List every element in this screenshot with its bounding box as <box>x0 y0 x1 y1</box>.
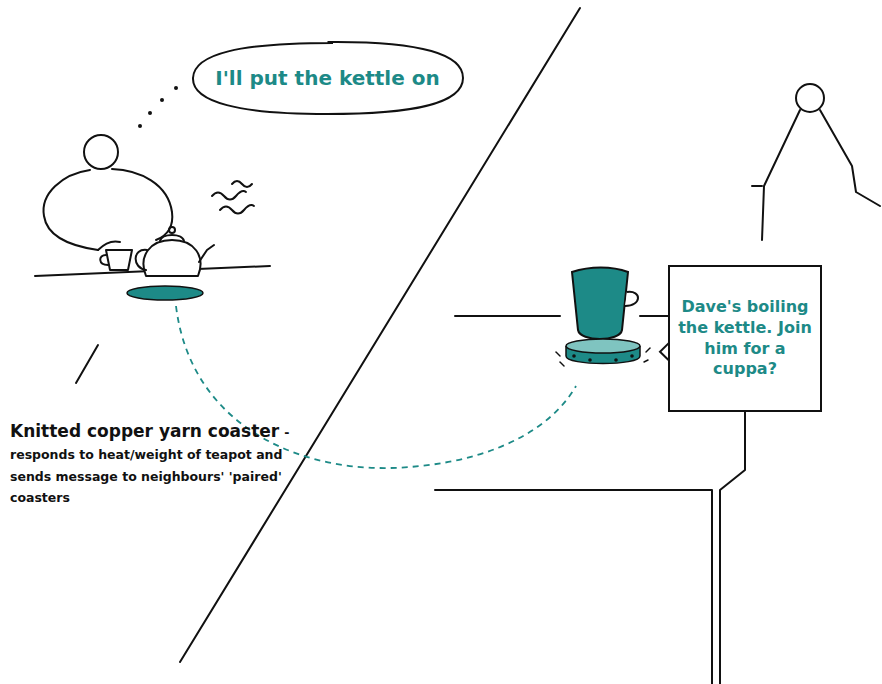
coaster <box>127 286 203 300</box>
teapot <box>144 240 201 276</box>
node-content: I'll put the kettle on <box>190 40 465 116</box>
mug-handle <box>625 292 638 306</box>
person-hand <box>98 241 120 250</box>
cup-handle <box>100 255 108 265</box>
vibration-marks <box>556 348 650 366</box>
table-edge <box>455 315 560 317</box>
bubble-outline <box>193 42 463 114</box>
thought-dots <box>138 86 178 128</box>
table-leg <box>76 345 98 383</box>
person-head <box>796 84 824 112</box>
steam <box>232 181 252 187</box>
teapot-lid <box>160 235 184 241</box>
table-edge <box>640 315 668 317</box>
cup <box>106 250 132 270</box>
mug <box>572 268 628 340</box>
coaster <box>566 339 640 353</box>
coaster-lights <box>572 354 634 362</box>
annotation: Knitted copper yarn coaster- responds to… <box>10 420 310 508</box>
person-body <box>752 185 762 187</box>
steam <box>220 205 254 213</box>
chair-leg <box>720 412 745 684</box>
node-content: Dave's boiling the kettle. Join him for … <box>670 267 820 410</box>
teapot-spout <box>199 245 214 262</box>
wireless-link <box>176 306 576 468</box>
speech-bubble: I'll put the kettle on <box>190 40 465 116</box>
table-edge <box>435 490 712 684</box>
speech-text: Dave's boiling the kettle. Join him for … <box>675 297 815 380</box>
annotation-heading: Knitted copper yarn coaster <box>10 421 279 441</box>
person-back <box>44 170 98 250</box>
speech-box: Dave's boiling the kettle. Join him for … <box>668 265 822 412</box>
person-arm <box>112 169 172 240</box>
person-body <box>744 412 746 430</box>
teapot-knob <box>169 227 175 233</box>
steam <box>212 191 246 199</box>
person-body <box>820 110 880 206</box>
person-head <box>84 135 118 169</box>
divider-line <box>180 8 580 662</box>
teapot-handle <box>136 250 147 270</box>
person-body <box>762 110 800 240</box>
speech-text: I'll put the kettle on <box>215 65 439 91</box>
